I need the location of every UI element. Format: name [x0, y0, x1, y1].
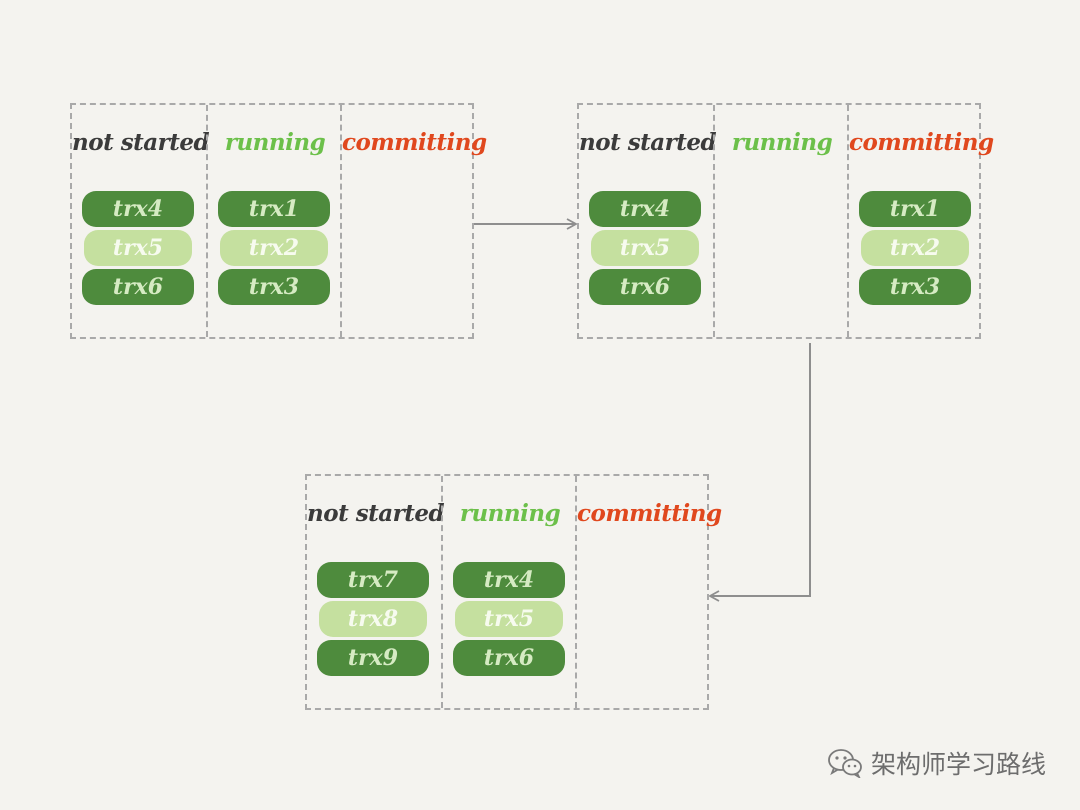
transaction-item: trx1	[859, 191, 971, 227]
transaction-stack: trx4 trx5 trx6	[453, 562, 565, 679]
transaction-item: trx8	[319, 601, 427, 637]
stage-2: not started trx4 trx5 trx6 running commi…	[577, 103, 994, 339]
transaction-item: trx6	[453, 640, 565, 676]
column-label: running	[224, 129, 326, 156]
column-label: not started	[72, 129, 210, 156]
column-committing: committing trx1 trx2 trx3	[847, 105, 994, 337]
column-committing: committing	[575, 476, 722, 708]
transaction-item: trx9	[317, 640, 429, 676]
transaction-item: trx3	[218, 269, 330, 305]
transaction-stack: trx4 trx5 trx6	[82, 191, 194, 308]
arrow-stage2-to-stage3	[708, 343, 811, 602]
transaction-item: trx2	[861, 230, 969, 266]
column-not-started: not started trx4 trx5 trx6	[579, 105, 717, 337]
transaction-item: trx2	[220, 230, 328, 266]
column-running: running trx4 trx5 trx6	[441, 476, 577, 708]
column-running: running	[713, 105, 849, 337]
transaction-stack: trx4 trx5 trx6	[589, 191, 701, 308]
column-label: running	[731, 129, 833, 156]
transaction-item: trx4	[453, 562, 565, 598]
transaction-item: trx1	[218, 191, 330, 227]
column-not-started: not started trx7 trx8 trx9	[307, 476, 445, 708]
wechat-icon	[828, 749, 862, 778]
column-label: committing	[577, 500, 722, 527]
watermark-text: 架构师学习路线	[870, 750, 1046, 779]
column-label: not started	[579, 129, 717, 156]
transaction-stack: trx7 trx8 trx9	[317, 562, 429, 679]
column-label: running	[459, 500, 561, 527]
column-committing: committing	[340, 105, 487, 337]
stage-1: not started trx4 trx5 trx6 running trx1 …	[70, 103, 487, 339]
column-running: running trx1 trx2 trx3	[206, 105, 342, 337]
transaction-item: trx5	[591, 230, 699, 266]
transaction-stack: trx1 trx2 trx3	[218, 191, 330, 308]
column-label: not started	[307, 500, 445, 527]
transaction-item: trx3	[859, 269, 971, 305]
column-label: committing	[849, 129, 994, 156]
transaction-item: trx5	[84, 230, 192, 266]
transaction-item: trx7	[317, 562, 429, 598]
column-label: committing	[342, 129, 487, 156]
transaction-item: trx4	[82, 191, 194, 227]
transaction-item: trx6	[589, 269, 701, 305]
transaction-item: trx6	[82, 269, 194, 305]
transaction-stack: trx1 trx2 trx3	[859, 191, 971, 308]
stage-3: not started trx7 trx8 trx9 running trx4 …	[305, 474, 722, 710]
transaction-item: trx5	[455, 601, 563, 637]
watermark: 架构师学习路线	[827, 746, 1046, 780]
column-not-started: not started trx4 trx5 trx6	[72, 105, 210, 337]
transaction-item: trx4	[589, 191, 701, 227]
